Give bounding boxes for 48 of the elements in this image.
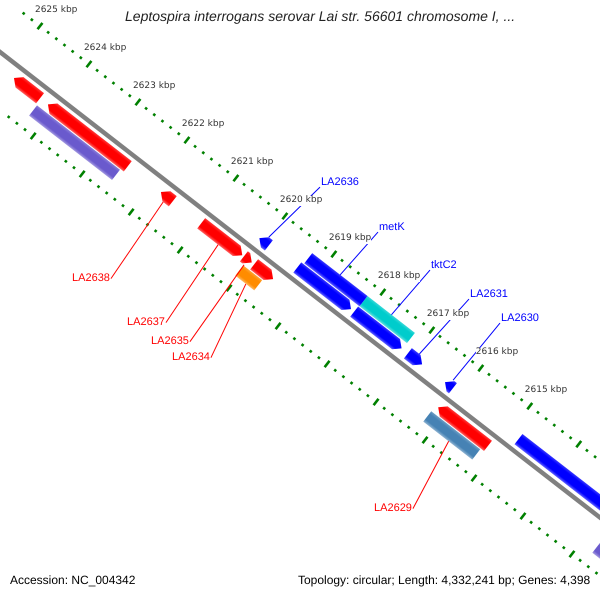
gene-label: LA2631 xyxy=(470,288,508,300)
gene-block xyxy=(235,265,262,290)
scale-label: 2624 kbp xyxy=(84,44,126,54)
gene-label: tktC2 xyxy=(431,259,457,272)
map-title: Leptospira interrogans serovar Lai str. 56601 chromosome I, ... xyxy=(125,9,516,24)
scale-label: 2621 kbp xyxy=(230,158,274,168)
leader-line xyxy=(391,270,430,316)
leader-line xyxy=(412,440,450,510)
summary-text: Topology: circular; Length: 4,332,241 bp; Genes: 4,398 xyxy=(298,574,590,588)
gene-block xyxy=(160,191,177,206)
gene-label: LA2634 xyxy=(172,351,210,364)
scale-label: 2618 kbp xyxy=(378,272,420,282)
gene-label: LA2636 xyxy=(321,176,359,188)
gene-block xyxy=(404,348,422,366)
gene-block xyxy=(250,259,274,280)
scale-label: 2615 kbp xyxy=(524,386,568,396)
gene-block xyxy=(423,411,480,460)
scale-label: 2620 kbp xyxy=(280,196,322,206)
gene-block xyxy=(304,253,368,306)
gene-label: LA2635 xyxy=(151,335,189,348)
leader-line xyxy=(340,232,378,276)
gene-block xyxy=(14,77,44,104)
leader-line xyxy=(210,283,246,358)
gene-label: LA2630 xyxy=(501,312,539,324)
gene-block xyxy=(29,105,120,180)
scale-label: 2622 kbp xyxy=(182,120,224,130)
scale-label: 2616 kbp xyxy=(476,348,518,358)
scale-label: 2625 kbp xyxy=(34,6,78,16)
gene-block xyxy=(259,237,273,251)
gene-block xyxy=(445,381,457,394)
leader-line xyxy=(110,202,164,280)
gene-block xyxy=(293,262,351,310)
leader-line xyxy=(189,264,245,342)
gene-label: LA2629 xyxy=(374,502,412,514)
gene-block xyxy=(438,406,492,451)
leader-line xyxy=(452,322,500,381)
leader-line xyxy=(165,244,219,324)
gene-block xyxy=(197,218,242,256)
scale-label: 2617 kbp xyxy=(426,310,470,320)
gene-block xyxy=(350,306,402,350)
accession-text: Accession: NC_004342 xyxy=(10,574,136,588)
gene-label: LA2637 xyxy=(127,316,165,328)
gene-label: LA2638 xyxy=(72,272,110,284)
scale-label: 2623 kbp xyxy=(132,82,176,92)
gene-block xyxy=(48,104,132,172)
scale-label: 2619 kbp xyxy=(328,234,372,244)
gene-label: metK xyxy=(379,221,405,234)
gene-block xyxy=(360,296,415,344)
